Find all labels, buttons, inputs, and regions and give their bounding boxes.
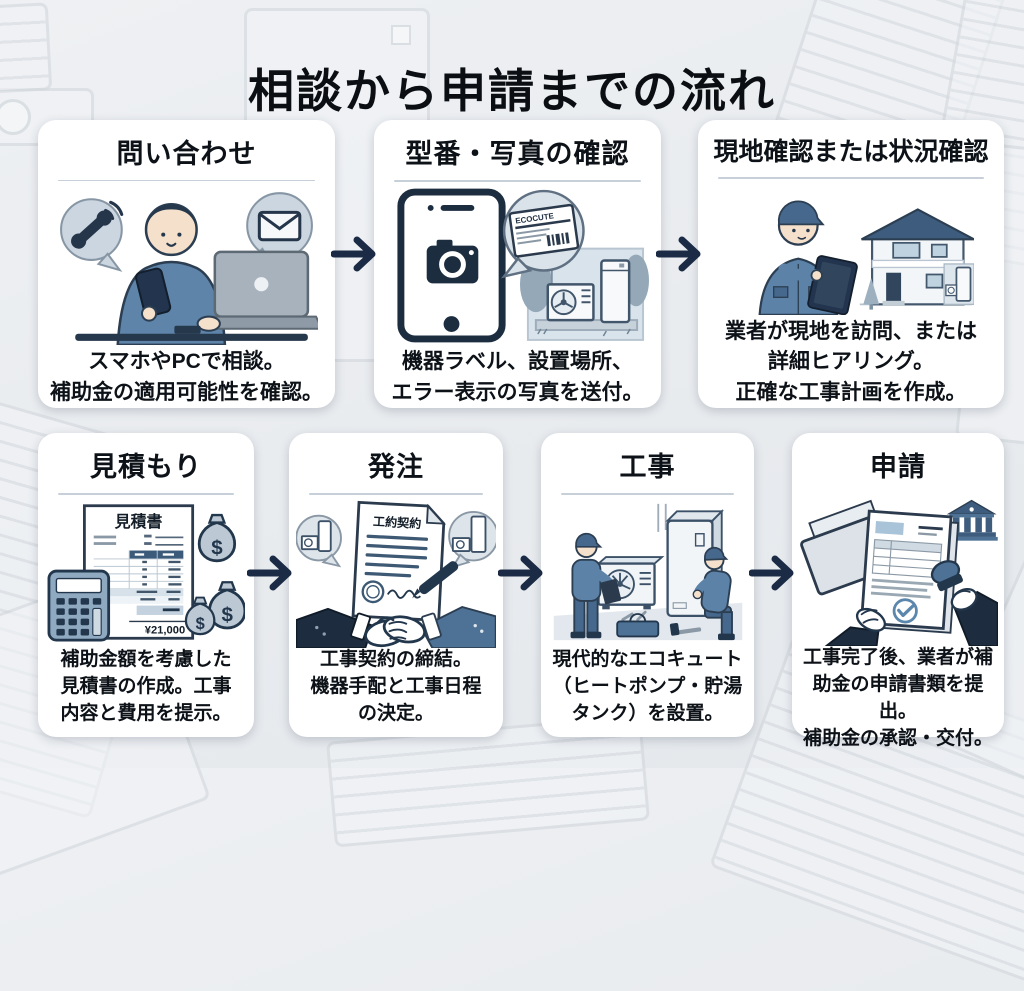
step-card-construction: 工事 — [541, 433, 754, 737]
contract-document: 工約契約 — [351, 500, 446, 622]
step-description: 業者が現地を訪問、または 詳細ヒアリング。 正確な工事計画を作成。 — [725, 319, 977, 404]
step-title: 工事 — [619, 452, 676, 482]
site-check-illustration — [698, 183, 1004, 315]
divider — [394, 180, 641, 182]
fan-icon — [0, 99, 31, 135]
desk — [75, 333, 308, 341]
pen-icon — [412, 560, 459, 598]
laptop-icon — [199, 250, 318, 330]
site-check-illustration-svg — [758, 200, 974, 315]
barcode-icon — [545, 232, 570, 247]
step-title: 型番・写真の確認 — [405, 139, 630, 169]
dollar-sign: $ — [196, 615, 205, 633]
step-description: 工事完了後、業者が補 助金の申請書類を提出。 補助金の承認・交付。 — [802, 647, 993, 749]
holding-hand-illustration — [824, 607, 887, 646]
hammer-icon — [669, 622, 701, 636]
quote-total: ¥21,000 — [145, 625, 185, 637]
step-title: 発注 — [368, 452, 424, 482]
check-circle-icon — [892, 597, 918, 623]
inquiry-illustration-svg — [60, 192, 318, 346]
inquiry-illustration — [38, 185, 335, 346]
tank-panel-icon — [391, 25, 411, 45]
appliance-bubble-icon — [448, 510, 496, 568]
divider — [309, 493, 483, 495]
step-title: 現地確認または状況確認 — [713, 138, 989, 166]
handshake-icon — [296, 605, 496, 648]
application-documents — [859, 509, 960, 634]
money-bag-icon: $ — [184, 596, 216, 636]
step-card-estimate: 見積もり 見積書 ¥21,000 — [38, 433, 254, 737]
phone-bubble-icon — [60, 198, 124, 272]
step-description: スマホやPCで相談。 補助金の適用可能性を確認。 — [50, 350, 323, 404]
step-description: 工事契約の締結。 機器手配と工事日程 の決定。 — [310, 649, 482, 724]
flow-arrow-icon — [246, 555, 295, 591]
step-description: 補助金額を考慮した 見積書の作成。工事 内容と費用を提示。 — [60, 649, 232, 724]
worker-with-tablet-illustration — [758, 200, 858, 315]
desk-object — [174, 325, 201, 334]
step-title: 問い合わせ — [116, 139, 257, 169]
estimate-illustration: 見積書 ¥21,000 — [38, 499, 254, 645]
dollar-sign: $ — [211, 536, 223, 559]
page-title: 相談から申請までの流れ — [248, 64, 776, 117]
step-card-site-check: 現地確認または状況確認 — [698, 120, 1004, 408]
flow-arrow-icon — [330, 236, 379, 272]
order-illustration: 工約契約 — [289, 499, 503, 648]
camera-phone-icon — [396, 188, 506, 343]
step-title: 申請 — [870, 452, 926, 482]
site-photo — [519, 247, 649, 341]
application-illustration-svg — [800, 499, 998, 646]
pipe — [656, 503, 667, 532]
step-card-application: 申請 — [792, 433, 1004, 749]
stamp-seal-icon — [361, 579, 385, 603]
flow-arrow-icon — [497, 555, 546, 591]
worker-standing-illustration — [570, 532, 621, 639]
signature — [386, 589, 421, 599]
model-photo-illustration-svg: ECOCUTE — [396, 188, 649, 343]
smartphone-in-hand-icon — [135, 267, 221, 332]
toolbox-icon — [615, 610, 659, 638]
model-photo-illustration: ECOCUTE — [374, 186, 661, 345]
step-title: 見積もり — [90, 452, 202, 482]
application-illustration — [792, 497, 1004, 646]
step-description: 機器ラベル、設置場所、 エラー表示の写真を送付。 — [391, 350, 644, 404]
email-bubble-icon — [244, 192, 313, 266]
contract-title: 工約契約 — [373, 513, 422, 531]
step-card-order: 発注 工約契約 — [289, 433, 503, 737]
flow-arrow-icon — [655, 236, 704, 272]
order-illustration-svg: 工約契約 — [296, 500, 496, 648]
estimate-illustration-svg: 見積書 ¥21,000 — [47, 504, 245, 642]
house-icon — [859, 207, 974, 310]
worker-kneeling-illustration — [692, 546, 735, 641]
construction-illustration — [541, 499, 754, 645]
money-bag-icon: $ — [197, 513, 237, 563]
divider — [561, 493, 734, 495]
divider — [58, 180, 315, 182]
stamp-hand-illustration — [930, 559, 998, 646]
divider — [58, 493, 234, 495]
step-card-model-photo: 型番・写真の確認 — [374, 120, 661, 408]
construction-illustration-svg — [553, 503, 742, 641]
label-bubble-icon: ECOCUTE — [500, 189, 585, 279]
flow-arrow-icon — [748, 555, 797, 591]
step-description: 現代的なエコキュート （ヒートポンプ・貯湯 タンク）を設置。 — [552, 649, 743, 724]
divider — [718, 177, 984, 179]
dollar-sign: $ — [221, 603, 233, 626]
money-bag-icon: $ — [208, 581, 245, 630]
step-card-inquiry: 問い合わせ — [38, 120, 335, 408]
calculator-icon — [47, 569, 111, 642]
quote-doc-title: 見積書 — [115, 512, 163, 531]
appliance-bubble-icon — [296, 514, 342, 567]
